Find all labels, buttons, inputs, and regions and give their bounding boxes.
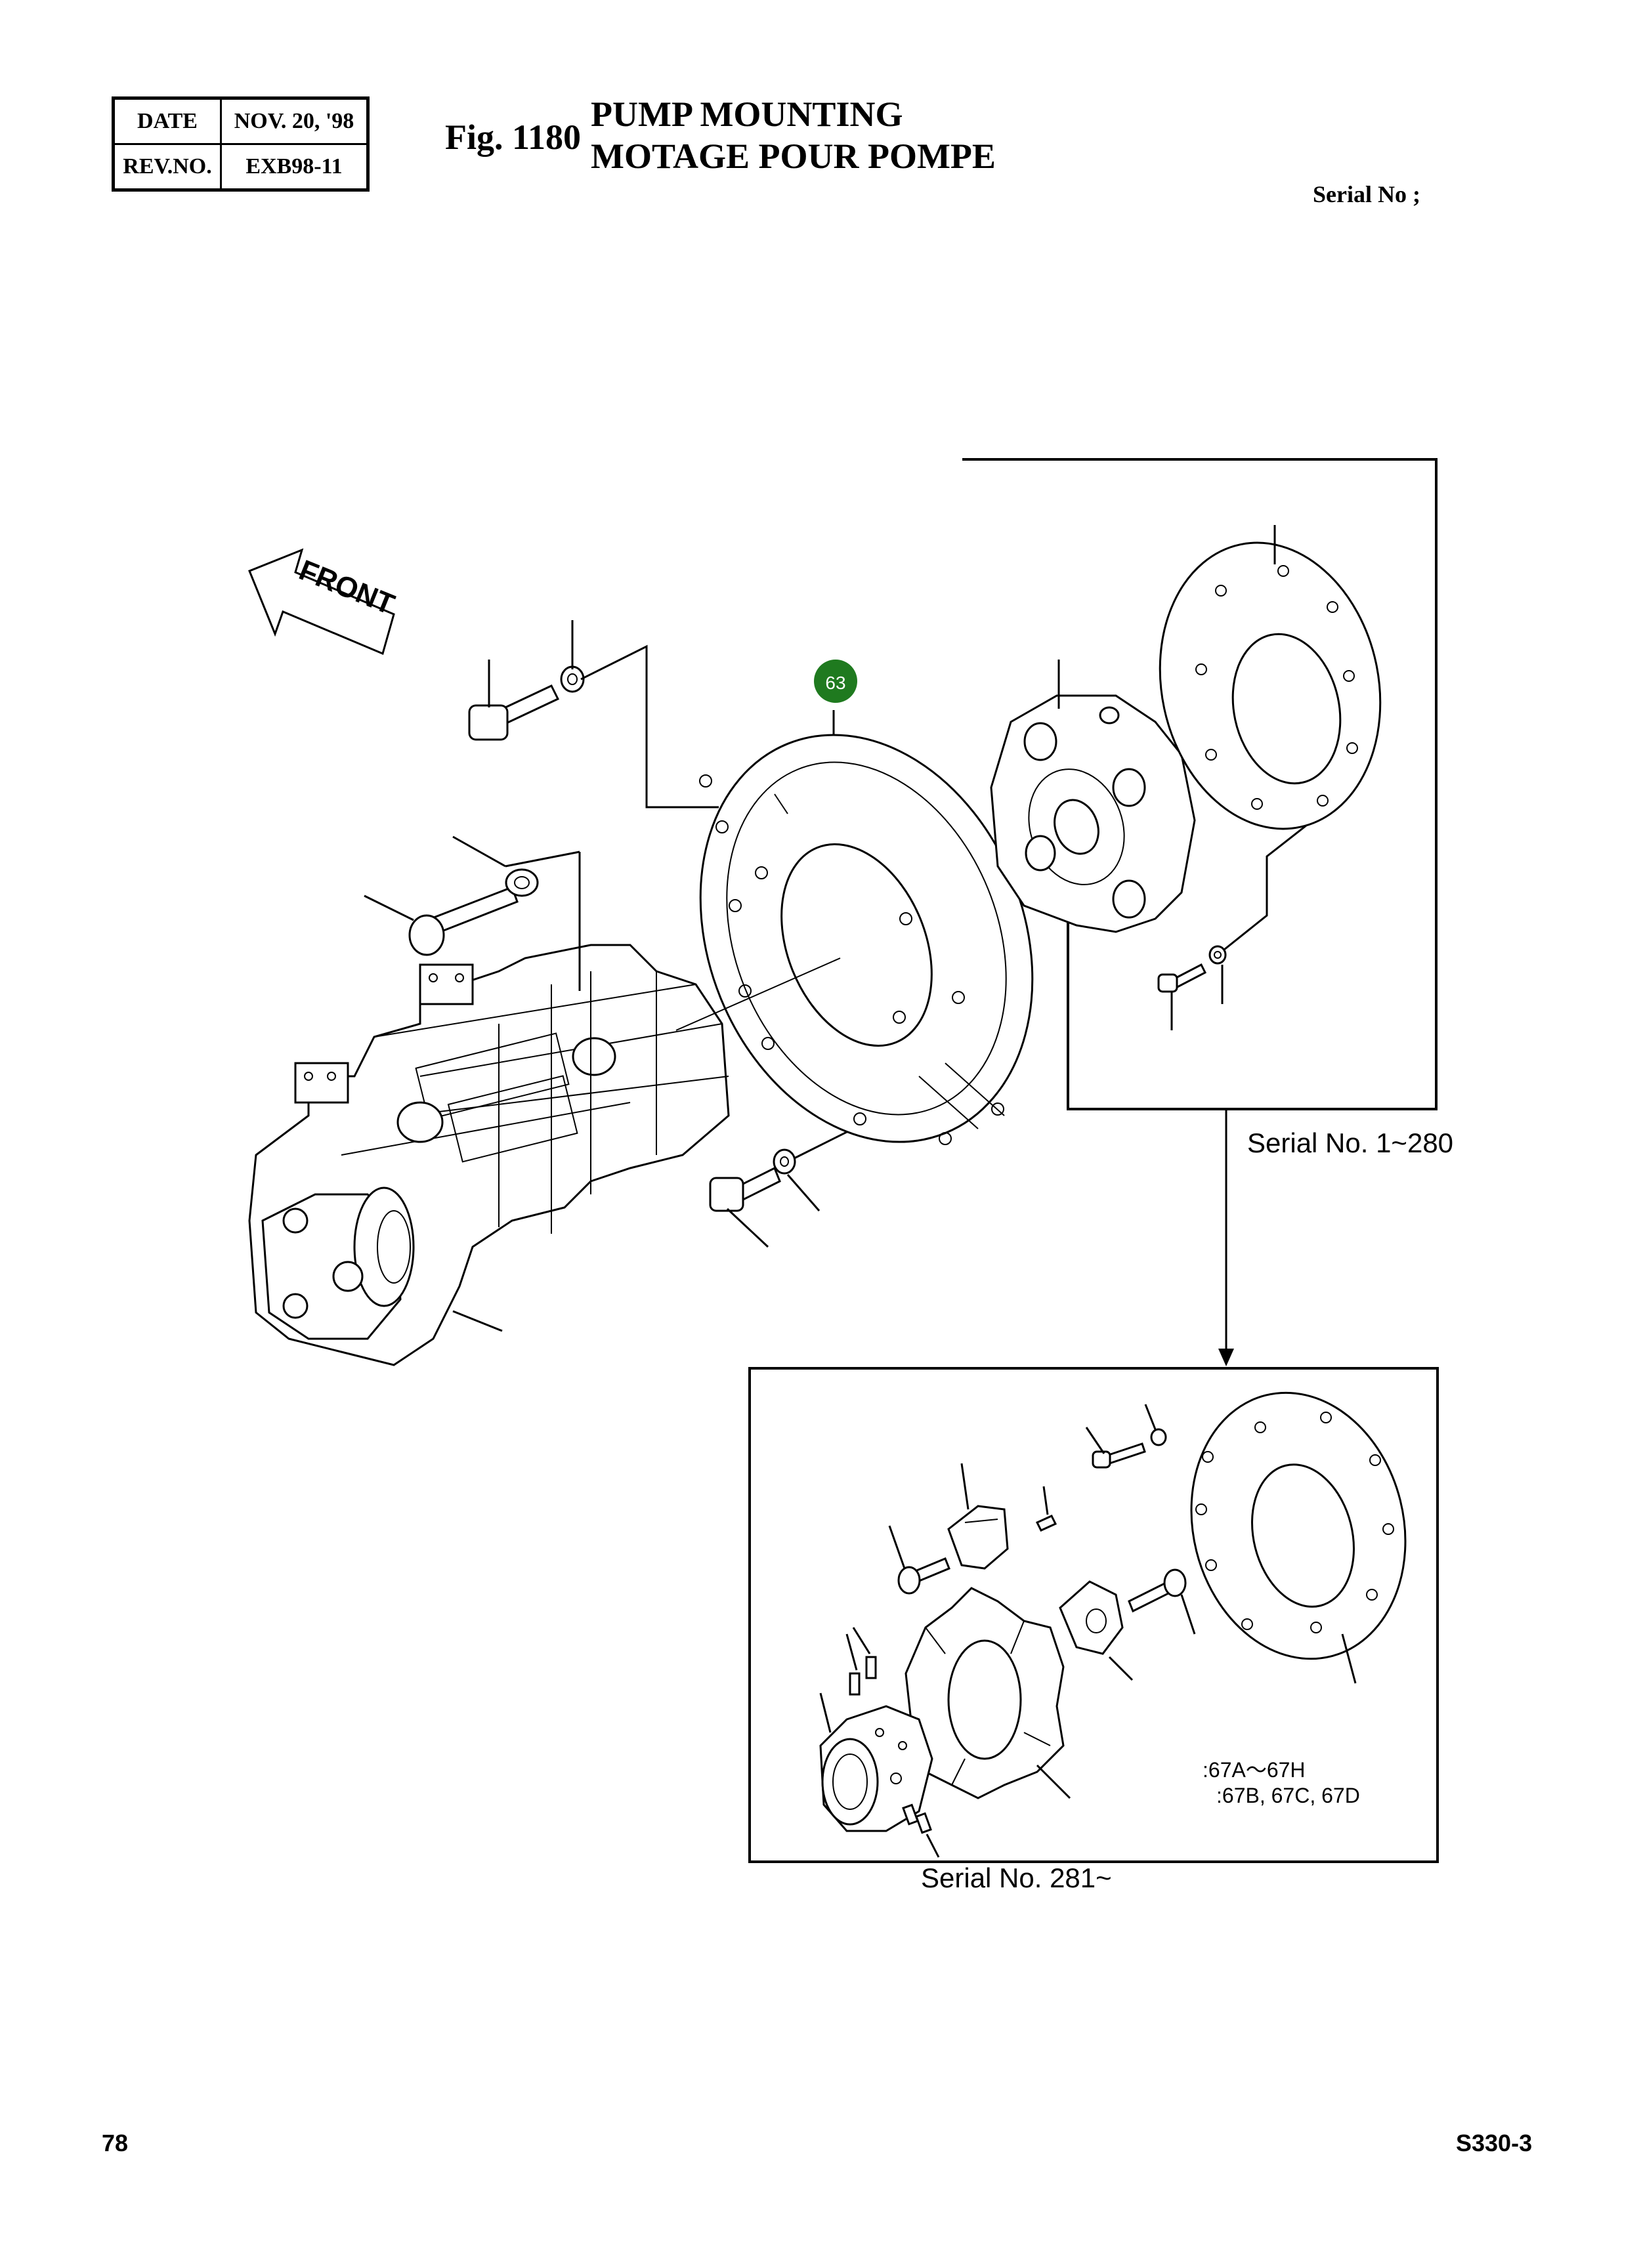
old-coupling-bolt	[1157, 945, 1227, 1030]
legend-parts-list: :67B, 67C, 67D	[1216, 1784, 1360, 1807]
revision-label: REV.NO.	[112, 143, 222, 191]
center-axis-1	[675, 957, 841, 1031]
revision-row: REV.NO. EXB98-11	[112, 143, 369, 191]
page-number: 78	[102, 2130, 129, 2156]
old-coupling-hub	[990, 660, 1196, 933]
callout-63-badge	[814, 660, 857, 703]
revision-table: DATE NOV. 20, '98 REV.NO. EXB98-11	[112, 96, 370, 192]
figure-number: Fig. 1180	[445, 117, 582, 157]
hex-bolt-top	[468, 620, 719, 808]
serial-change-arrow	[1218, 1109, 1234, 1366]
new-coupling-rubber-element	[905, 1587, 1071, 1799]
part-callout-63: 63	[814, 660, 857, 703]
figure-title-french: MOTAGE POUR POMPE	[591, 136, 996, 176]
old-coupling-disc	[1159, 525, 1382, 956]
serial-number-label: Serial No ;	[1313, 181, 1420, 207]
caption-serial-new: Serial No. 281~	[921, 1862, 1112, 1893]
new-coupling-socket-bolt-left	[888, 1525, 950, 1595]
front-arrow-label: FRONT	[295, 554, 399, 621]
figure-title-english: PUMP MOUNTING	[591, 94, 903, 134]
new-coupling-frame	[748, 1367, 1439, 1863]
hydraulic-pump	[248, 944, 730, 1366]
new-coupling-clamp-upper	[947, 1463, 1057, 1570]
new-coupling-hub	[819, 1692, 933, 1832]
legend-parts-range: :67A～67H	[1203, 1758, 1306, 1782]
pump-leader-line	[452, 1310, 503, 1332]
date-value: NOV. 20, '98	[220, 97, 369, 145]
socket-bolt-pump	[364, 835, 581, 991]
new-coupling-socket-bolt-right	[1128, 1568, 1196, 1635]
revision-value: EXB98-11	[220, 143, 369, 191]
date-label: DATE	[112, 97, 222, 145]
old-coupling-frame	[962, 458, 1438, 1110]
hex-bolt-bottom	[709, 1124, 861, 1248]
new-coupling-set-screws	[845, 1627, 940, 1858]
mounting-plate	[699, 710, 1034, 1145]
callout-63-number: 63	[825, 673, 845, 693]
new-coupling-clamp-right	[1059, 1580, 1134, 1681]
date-row: DATE NOV. 20, '98	[112, 97, 369, 145]
model-number: S330-3	[1456, 2130, 1533, 2156]
new-coupling-bolt-top	[1085, 1404, 1167, 1469]
new-coupling-disc	[1190, 1391, 1407, 1684]
front-arrow: FRONT	[248, 548, 399, 656]
caption-serial-old: Serial No. 1~280	[1247, 1127, 1454, 1158]
